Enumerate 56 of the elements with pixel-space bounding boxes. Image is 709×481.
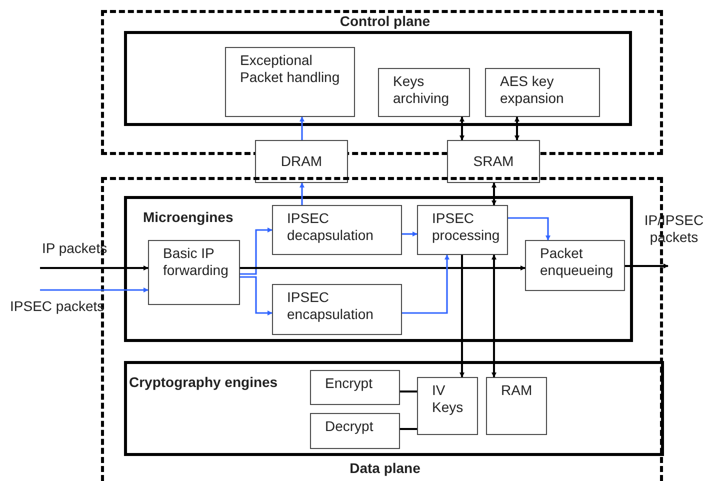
box-label: IPSEC processing: [432, 210, 501, 244]
connector-line: [400, 390, 417, 392]
process-box: [148, 240, 240, 305]
arrow: [460, 255, 464, 378]
arrow: [492, 254, 496, 378]
process-box: [310, 413, 400, 449]
arrow: [508, 217, 550, 240]
arrow: [402, 254, 450, 314]
cryptography-block: [124, 361, 664, 456]
flow-label: IP/IPSEC packets: [643, 212, 705, 246]
box-label: IV Keys: [432, 382, 464, 416]
memory-box: [447, 140, 540, 183]
memory-box: [486, 377, 547, 435]
memory-box: [255, 140, 348, 183]
arrow: [514, 116, 520, 140]
box-label: IPSEC decapsulation: [287, 210, 374, 244]
arrow: [240, 276, 272, 316]
arrow: [402, 232, 418, 236]
connector-line: [400, 428, 417, 430]
arrow: [40, 266, 148, 270]
arrow: [240, 228, 272, 275]
process-box: [310, 370, 400, 405]
process-box: [417, 205, 508, 255]
process-box: [417, 377, 478, 435]
box-label: Keys archiving: [393, 73, 450, 107]
process-box: [485, 68, 600, 117]
microengines-block: [124, 196, 633, 342]
process-box: [272, 284, 402, 335]
arrow: [460, 116, 464, 140]
arrow: [300, 182, 304, 205]
box-label: DRAM: [280, 153, 324, 170]
processor-block: [124, 31, 632, 126]
box-label: Basic IP forwarding: [163, 245, 230, 279]
arrow: [625, 264, 668, 268]
box-label: Packet enqueueing: [540, 245, 614, 279]
box-label: IPSEC encapsulation: [287, 289, 374, 323]
box-label: AES key expansion: [500, 73, 565, 107]
process-box: [525, 240, 625, 291]
box-label: RAM: [501, 382, 534, 399]
box-label: SRAM: [472, 153, 515, 170]
arrow: [300, 116, 304, 140]
section-heading: Control plane: [338, 13, 432, 29]
section-heading: Data plane: [348, 460, 422, 476]
flow-label: IPSEC packets: [10, 298, 104, 315]
arrow: [240, 266, 526, 270]
process-box: [272, 205, 402, 255]
box-label: Encrypt: [325, 375, 374, 392]
arrow: [492, 182, 496, 206]
process-box: [225, 47, 355, 117]
box-label: Exceptional Packet handling: [240, 52, 341, 86]
arrow: [40, 288, 148, 292]
section-heading: Microengines: [143, 209, 234, 225]
flow-label: IP packets: [42, 240, 108, 257]
process-box: [378, 68, 470, 117]
box-label: Decrypt: [325, 418, 374, 435]
section-heading: Cryptography engines: [129, 374, 278, 390]
